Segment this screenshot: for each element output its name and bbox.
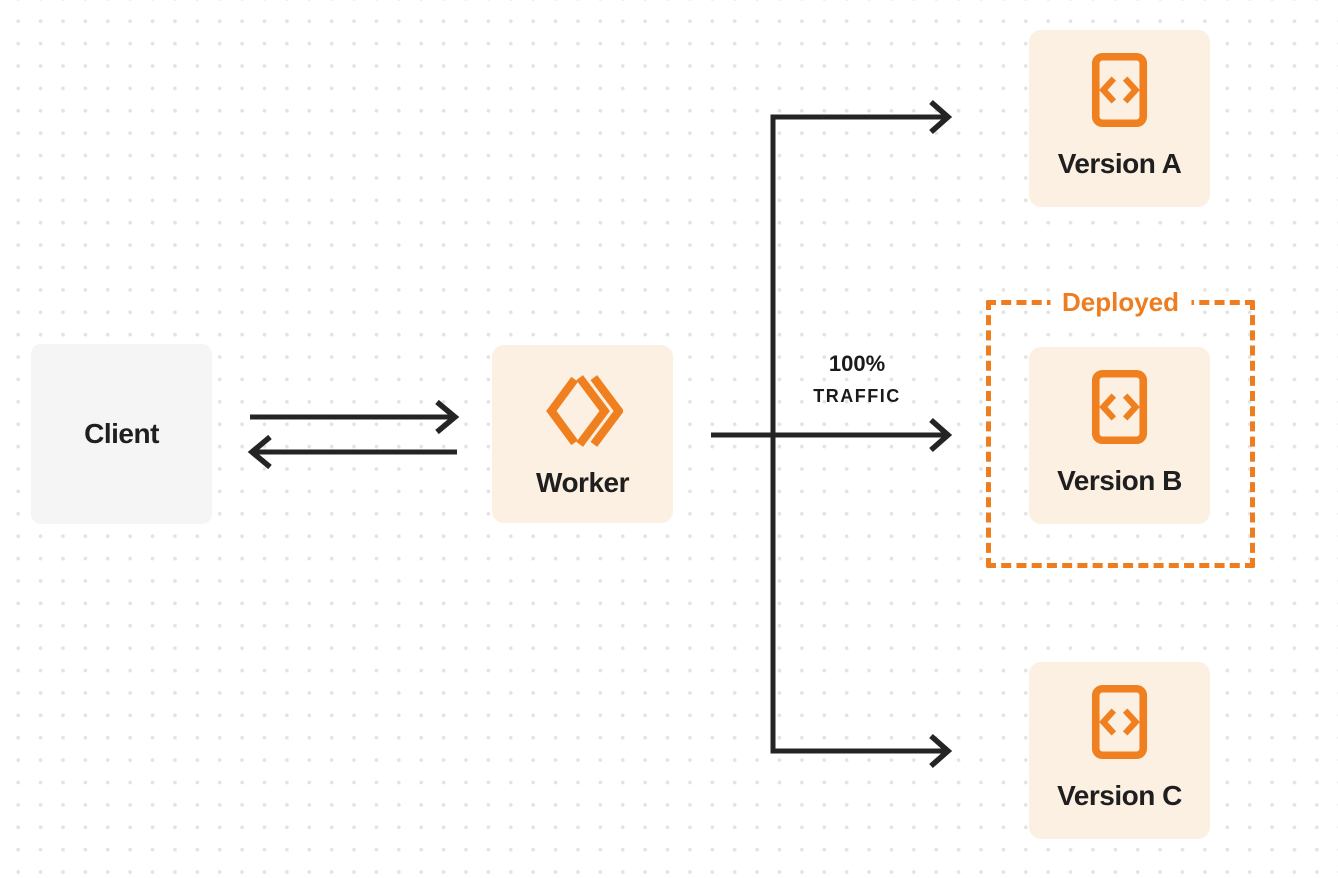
worker-logo-icon xyxy=(543,371,623,451)
branch-to-version-c xyxy=(770,435,953,769)
traffic-percent-text: 100% xyxy=(828,351,886,376)
worker-node: Worker xyxy=(492,345,673,523)
branch-to-version-a xyxy=(770,99,953,435)
arrow-worker-to-client xyxy=(247,434,457,470)
code-file-icon xyxy=(1091,52,1148,128)
deployed-boundary: Deployed xyxy=(986,287,1255,568)
version-b-node: Version B xyxy=(1029,347,1210,524)
version-c-node-label: Version C xyxy=(1057,780,1182,811)
deployed-label: Deployed xyxy=(1049,287,1192,318)
client-node-label: Client xyxy=(84,418,159,449)
version-a-node: Version A xyxy=(1029,30,1210,207)
traffic-label: 100% TRAFFIC xyxy=(789,351,925,407)
version-c-node: Version C xyxy=(1029,662,1210,839)
code-file-icon xyxy=(1091,684,1148,760)
worker-node-label: Worker xyxy=(536,467,629,498)
version-b-node-label: Version B xyxy=(1057,465,1182,496)
arrow-worker-to-version-b xyxy=(711,417,953,453)
version-a-node-label: Version A xyxy=(1057,148,1182,179)
code-file-icon xyxy=(1091,369,1148,445)
client-node: Client xyxy=(31,344,212,524)
arrow-client-to-worker xyxy=(250,399,460,435)
traffic-word-text: TRAFFIC xyxy=(813,386,901,406)
